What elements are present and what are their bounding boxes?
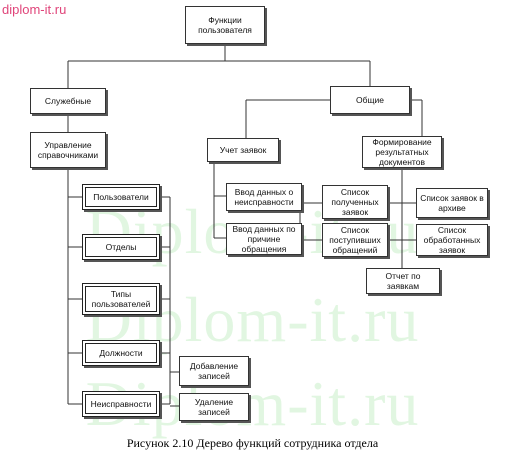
node-form-docs: Формирование результатных документов [362, 136, 442, 168]
node-report: Отчет по заявкам [366, 268, 440, 294]
node-enter-fault: Ввод данных о неисправности [226, 183, 302, 211]
node-faults: Неисправности [82, 391, 160, 417]
node-user-types: Типы пользователей [82, 283, 160, 315]
node-received-list: Список полученных заявок [322, 185, 388, 219]
node-add-records: Добавление записей [179, 356, 249, 386]
figure-caption: Рисунок 2.10 Дерево функций сотрудника о… [126, 436, 379, 450]
node-enter-reason: Ввод данных по причине обращения [226, 223, 302, 255]
node-processed-list: Список обработанных заявок [416, 224, 488, 256]
node-service: Служебные [30, 88, 106, 114]
node-incoming-list: Список поступивших обращений [322, 223, 388, 257]
site-watermark: diplom-it.ru [2, 2, 67, 17]
node-requests: Учет заявок [207, 138, 279, 162]
node-positions: Должности [82, 340, 160, 366]
node-departments: Отделы [82, 234, 160, 260]
node-manage-refs: Управление справочниками [30, 132, 106, 168]
node-delete-records: Удаление записей [179, 393, 249, 421]
node-archive-list: Список заявок в архиве [416, 188, 488, 218]
node-root: Функции пользователя [185, 6, 265, 44]
node-general: Общие [330, 86, 410, 114]
node-users: Пользователи [82, 184, 160, 210]
